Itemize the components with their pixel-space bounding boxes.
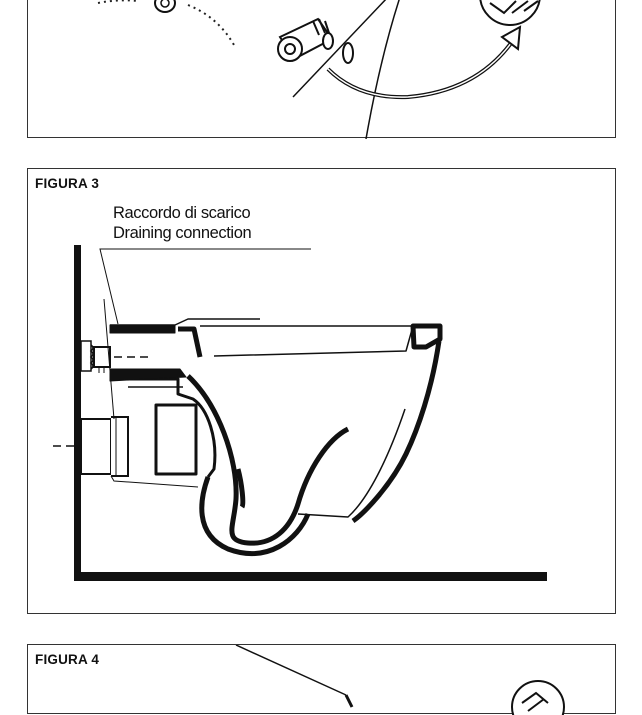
floor (74, 572, 547, 581)
callout-label-english: Draining connection (113, 224, 252, 242)
detail-circle-icon (479, 0, 541, 26)
callout-label-italian: Raccordo di scarico (113, 204, 251, 222)
inlet-connector-icon (80, 340, 148, 373)
figure-4-label: FIGURA 4 (35, 652, 100, 667)
wall (74, 245, 81, 581)
threaded-plug-icon (277, 17, 354, 64)
figure-4-illustration (235, 645, 565, 715)
drain-connector-icon (53, 298, 199, 488)
guide-line (235, 645, 347, 696)
dotted-path (187, 4, 235, 46)
ring-part-icon (154, 0, 176, 13)
figure-4-panel: FIGURA 4 (27, 644, 616, 715)
detail-circle-icon (511, 680, 565, 715)
callout-leader-line (99, 248, 311, 325)
fixing-kit-illustration (97, 0, 541, 139)
arrow-head-icon (500, 25, 522, 51)
figure-3-panel: FIGURA 3 Raccordo di scarico Draining co… (27, 168, 616, 614)
toilet-bowl-section (109, 318, 443, 556)
wall-hung-toilet-diagram (53, 245, 547, 581)
figure-3-label: FIGURA 3 (35, 176, 100, 191)
figure-2-panel (27, 0, 616, 139)
